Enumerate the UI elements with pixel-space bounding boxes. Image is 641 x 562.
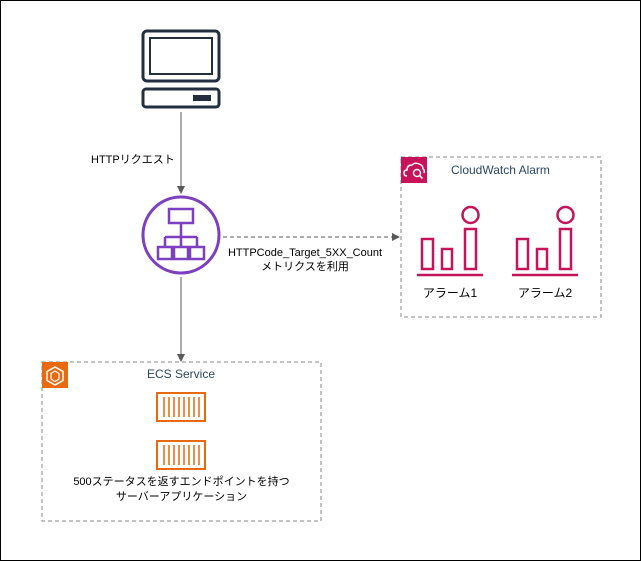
edge-label-http-request: HTTPリクエスト [91,154,175,166]
ecs-service-icon [42,362,68,388]
alarm-label-1: アラーム1 [422,286,478,300]
cloudwatch-group-label: CloudWatch Alarm [451,163,550,177]
cloudwatch-icon [401,157,427,183]
edge-label-metrics-line1: HTTPCode_Target_5XX_Count [227,247,383,259]
ecs-service-group [41,361,322,522]
desktop-computer-icon [141,29,221,109]
alarm-label-2: アラーム2 [517,286,573,300]
alarm-chart-icon-2 [512,205,578,277]
server-app-label: 500ステータスを返すエンドポイントを持つ サーバーアプリケーション [42,475,321,505]
ecs-group-label: ECS Service [146,367,216,381]
server-app-label-line2: サーバーアプリケーション [115,491,248,503]
load-balancer-icon [141,195,221,275]
server-app-label-line1: 500ステータスを返すエンドポイントを持つ [73,476,290,488]
alarm-chart-icon-1 [417,205,483,277]
container-icon-1 [156,392,206,422]
edge-label-metrics-line2: メトリクスを利用 [261,261,349,273]
edge-label-metrics: HTTPCode_Target_5XX_Count メトリクスを利用 [223,246,387,274]
cloudwatch-alarm-group [400,156,602,318]
container-icon-2 [156,440,206,470]
